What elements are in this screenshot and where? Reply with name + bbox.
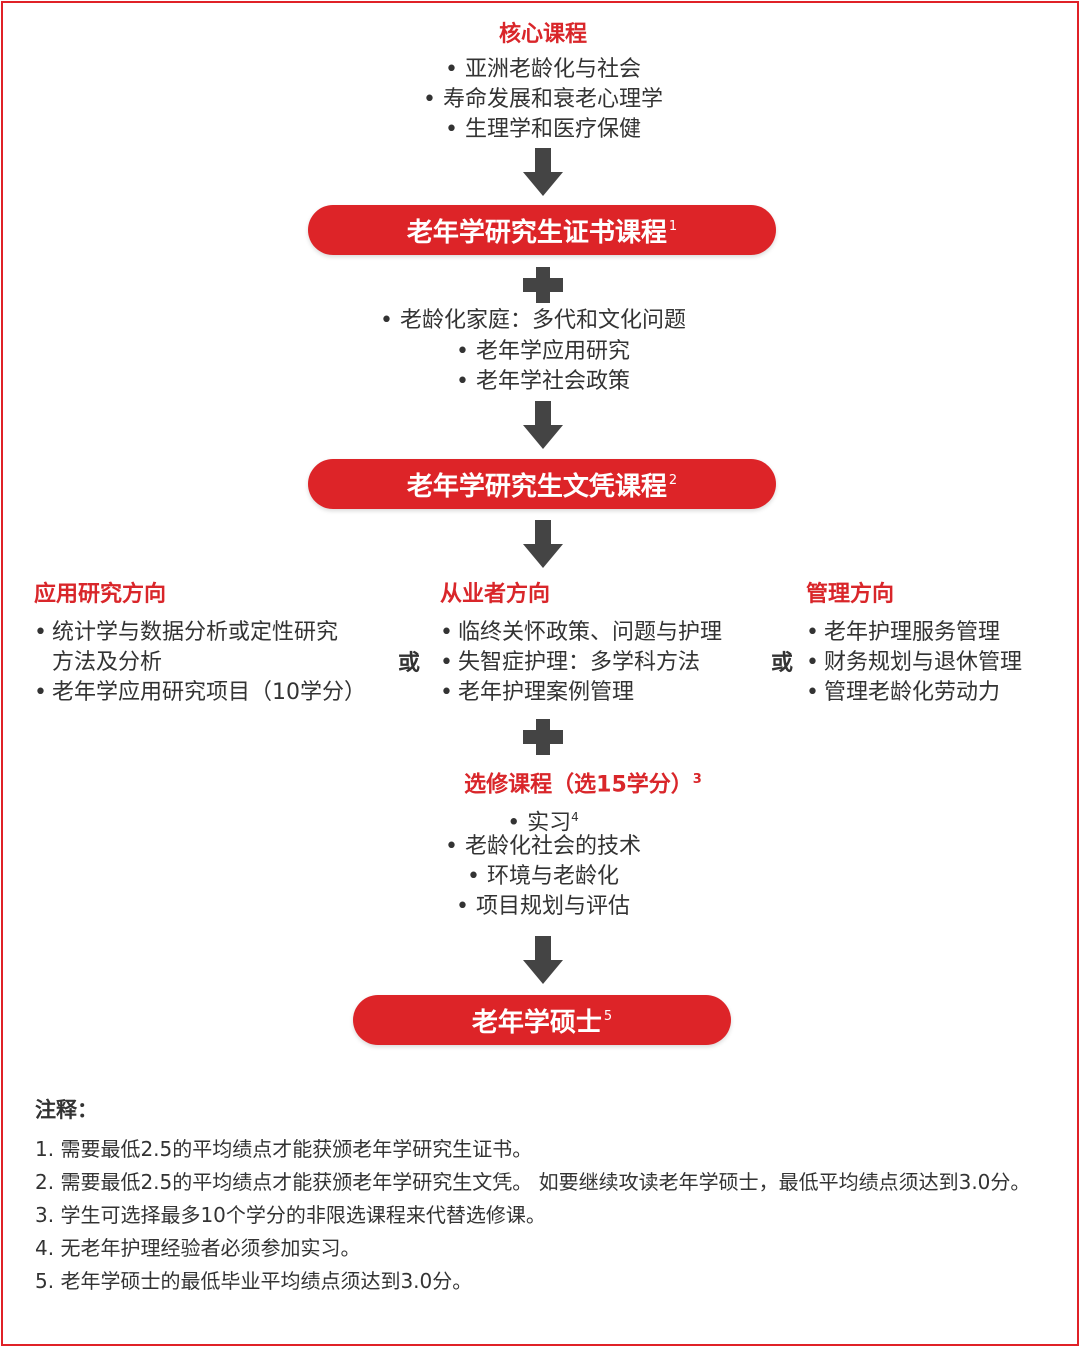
track-item: 统计学与数据分析或定性研究 — [34, 618, 366, 648]
or-label: 或 — [771, 651, 794, 676]
note-item: 5. 老年学硕士的最低毕业平均绩点须达到3.0分。 — [35, 1269, 473, 1293]
track-item: 管理老龄化劳动力 — [806, 678, 1022, 708]
elective-item: • 项目规划与评估 — [456, 894, 630, 919]
track-item: 老年学应用研究项目（10学分） — [34, 678, 366, 708]
track-item: 财务规划与退休管理 — [806, 648, 1022, 678]
note-item: 1. 需要最低2.5的平均绩点才能获颁老年学研究生证书。 — [35, 1137, 533, 1161]
core-course-item: • 亚洲老龄化与社会 — [445, 57, 641, 82]
arrow-down-icon — [523, 148, 563, 196]
certificate-label: 老年学研究生证书课程 — [406, 217, 667, 248]
footnote-ref: 3 — [692, 772, 702, 787]
electives-title-text: 选修课程（选15学分） — [464, 772, 693, 798]
track-item-continued: 方法及分析 — [52, 650, 163, 675]
core-course-item: • 生理学和医疗保健 — [445, 117, 641, 142]
elective-text: • 实习 — [507, 810, 572, 836]
plus-icon — [523, 267, 563, 303]
arrow-down-icon — [523, 936, 563, 984]
elective-item: • 老龄化社会的技术 — [445, 834, 641, 859]
arrow-down-icon — [523, 520, 563, 568]
track-item: 失智症护理：多学科方法 — [440, 648, 722, 678]
footnote-ref: 5 — [603, 1008, 613, 1024]
elective-item: • 环境与老龄化 — [467, 864, 619, 889]
footnote-ref: 1 — [668, 218, 678, 234]
plus-icon — [523, 719, 563, 755]
footnote-ref: 2 — [668, 472, 678, 488]
track-management: 管理方向 老年护理服务管理 财务规划与退休管理 管理老龄化劳动力 — [806, 580, 1022, 708]
track-title: 从业者方向 — [440, 582, 551, 607]
diploma-course-item: • 老年学应用研究 — [456, 339, 630, 364]
track-item: 临终关怀政策、问题与护理 — [440, 618, 722, 648]
track-item: 老年护理服务管理 — [806, 618, 1022, 648]
or-label: 或 — [398, 651, 421, 676]
core-courses-title: 核心课程 — [498, 22, 587, 47]
notes-title: 注释： — [35, 1098, 98, 1122]
diploma-label: 老年学研究生文凭课程 — [406, 471, 667, 502]
track-practitioner: 从业者方向 临终关怀政策、问题与护理 失智症护理：多学科方法 老年护理案例管理 — [440, 580, 722, 708]
note-item: 2. 需要最低2.5的平均绩点才能获颁老年学研究生文凭。 如要继续攻读老年学硕士… — [35, 1170, 1031, 1194]
track-applied-research: 应用研究方向 统计学与数据分析或定性研究 方法及分析 老年学应用研究项目（10学… — [34, 580, 366, 708]
note-item: 4. 无老年护理经验者必须参加实习。 — [35, 1236, 361, 1260]
elective-item: • 实习4 — [0, 802, 1080, 838]
electives-title: 选修课程（选15学分）3 — [40, 765, 1080, 800]
diploma-course-item: • 老年学社会政策 — [456, 369, 630, 394]
track-title: 应用研究方向 — [34, 582, 167, 607]
track-title: 管理方向 — [806, 582, 895, 607]
notes-section: 注释： 1. 需要最低2.5的平均绩点才能获颁老年学研究生证书。 2. 需要最低… — [35, 1094, 1060, 1298]
core-course-item: • 寿命发展和衰老心理学 — [423, 87, 663, 112]
diploma-course-item: • 老龄化家庭：多代和文化问题 — [380, 308, 686, 333]
arrow-down-icon — [523, 401, 563, 449]
masters-label: 老年学硕士 — [471, 1007, 602, 1038]
footnote-ref: 4 — [571, 810, 579, 824]
note-item: 3. 学生可选择最多10个学分的非限选课程来代替选修课。 — [35, 1203, 546, 1227]
track-item: 老年护理案例管理 — [440, 678, 722, 708]
